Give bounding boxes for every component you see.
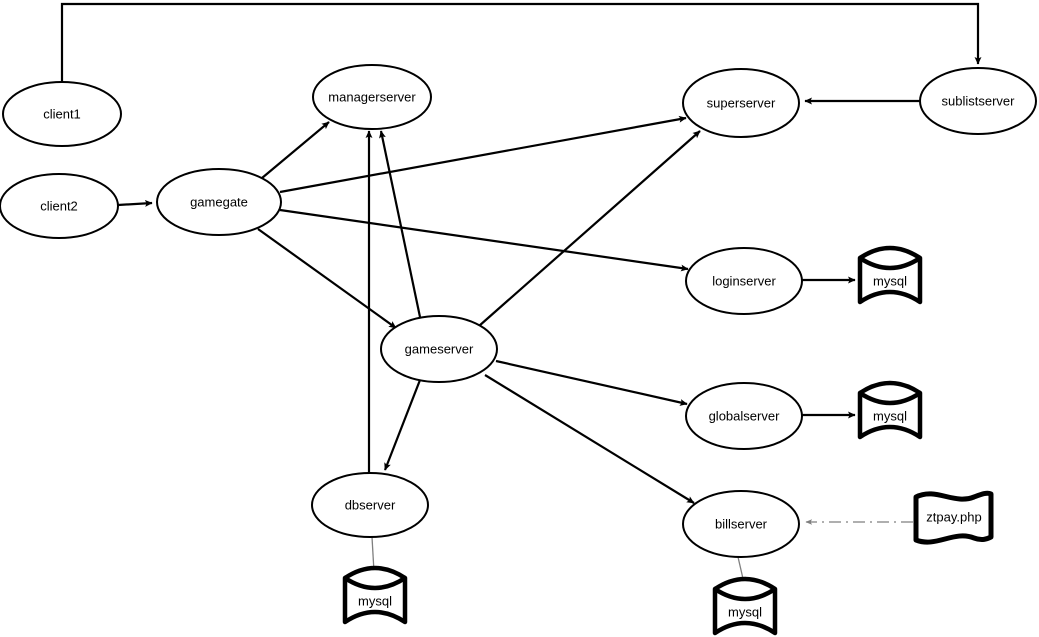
node-mysql-billserver[interactable]: mysql	[712, 576, 778, 636]
node-superserver-ellipse[interactable]	[682, 68, 800, 138]
edge-gamegate-to-managerserver	[261, 121, 330, 179]
node-sublistserver-ellipse[interactable]	[919, 67, 1037, 135]
node-client1[interactable]: client1	[2, 81, 122, 147]
node-superserver[interactable]: superserver	[682, 68, 800, 138]
node-client2-ellipse[interactable]	[0, 173, 119, 239]
node-dbserver[interactable]: dbserver	[311, 472, 429, 538]
node-managerserver[interactable]: managerserver	[312, 64, 432, 130]
nodes-layer: client1 client2 gamegate managerserver s…	[0, 64, 1037, 636]
edge-gameserver-to-dbserver	[383, 379, 422, 471]
edge-client2-to-gamegate	[117, 199, 153, 207]
edge-gameserver-to-globalserver	[495, 359, 688, 406]
document-flag-icon[interactable]	[913, 490, 994, 545]
node-client1-ellipse[interactable]	[2, 81, 122, 147]
database-icon[interactable]	[857, 255, 923, 305]
node-gameserver[interactable]: gameserver	[380, 315, 498, 383]
edge-gameserver-to-superserver	[478, 130, 701, 327]
database-icon[interactable]	[342, 575, 408, 625]
node-gamegate-ellipse[interactable]	[156, 168, 282, 236]
database-icon[interactable]	[857, 390, 923, 440]
edge-gamegate-to-loginserver	[279, 208, 689, 272]
node-mysql-globalserver[interactable]: mysql	[857, 380, 923, 440]
node-managerserver-ellipse[interactable]	[312, 64, 432, 130]
edge-gameserver-to-billserver	[484, 374, 695, 504]
edge-client1-to-sublistserver	[60, 2, 982, 82]
edge-gameserver-to-managerserver	[379, 130, 422, 318]
node-globalserver[interactable]: globalserver	[685, 382, 803, 450]
edge-gamegate-to-superserver	[279, 115, 687, 194]
node-globalserver-ellipse[interactable]	[685, 382, 803, 450]
node-billserver[interactable]: billserver	[682, 490, 800, 558]
node-sublistserver[interactable]: sublistserver	[919, 67, 1037, 135]
node-dbserver-ellipse[interactable]	[311, 472, 429, 538]
node-client2[interactable]: client2	[0, 173, 119, 239]
node-loginserver-ellipse[interactable]	[685, 247, 803, 315]
node-gamegate[interactable]: gamegate	[156, 168, 282, 236]
database-icon[interactable]	[712, 586, 778, 636]
node-gameserver-ellipse[interactable]	[380, 315, 498, 383]
database-icon-top	[858, 380, 922, 395]
node-mysql-dbserver[interactable]: mysql	[342, 565, 408, 625]
database-icon-top	[343, 565, 407, 580]
node-loginserver[interactable]: loginserver	[685, 247, 803, 315]
edge-gamegate-to-gameserver	[257, 228, 397, 329]
node-ztpay-php[interactable]: ztpay.php	[913, 490, 994, 545]
database-icon-top	[858, 245, 922, 260]
node-billserver-ellipse[interactable]	[682, 490, 800, 558]
database-icon-top	[713, 576, 777, 591]
edges-layer	[60, 2, 982, 584]
node-mysql-loginserver[interactable]: mysql	[857, 245, 923, 305]
